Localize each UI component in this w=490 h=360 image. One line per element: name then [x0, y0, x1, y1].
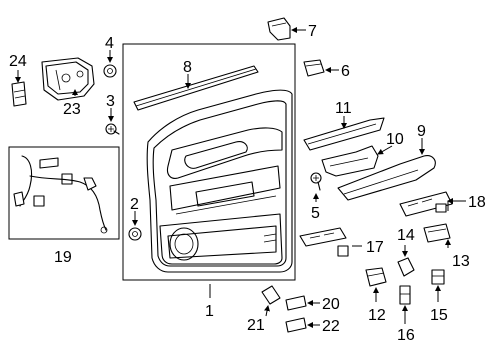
part-15-switch [431, 269, 445, 285]
part-4-nut [103, 64, 117, 78]
part-9-armrest [337, 155, 436, 201]
callout-2: 2 [130, 196, 139, 213]
callout-labels: 1 2 3 4 5 6 7 8 9 10 11 12 13 14 15 16 1… [9, 23, 486, 344]
callout-23: 23 [63, 101, 81, 118]
callout-15: 15 [430, 307, 448, 324]
part-20-pad [285, 295, 307, 311]
part-6-switch [303, 59, 325, 77]
callout-14: 14 [397, 227, 415, 244]
callout-24: 24 [9, 53, 27, 70]
callout-3: 3 [106, 93, 115, 110]
part-10-switch-housing [321, 145, 379, 177]
part-2-clip [128, 227, 142, 241]
callout-8: 8 [183, 59, 192, 76]
callout-11: 11 [335, 100, 352, 117]
callout-22: 22 [322, 318, 340, 335]
part-19-wire-harness [13, 155, 108, 234]
door-trim-panel [146, 89, 293, 273]
callout-19: 19 [54, 249, 72, 266]
callout-16: 16 [397, 327, 415, 344]
callout-10: 10 [386, 131, 404, 148]
leader-lines [15, 27, 466, 328]
callout-17: 17 [366, 239, 384, 256]
harness-frame [8, 146, 120, 240]
beltline-weatherstrip [133, 65, 259, 111]
callout-7: 7 [308, 23, 317, 40]
part-24-bracket [11, 81, 27, 107]
part-23-regulator-bracket [41, 57, 95, 101]
part-21-bulb [261, 285, 281, 305]
part-14-switch [397, 257, 415, 277]
callout-1: 1 [205, 303, 214, 320]
part-11-garnish [303, 117, 385, 151]
part-16-switch [399, 285, 411, 305]
part-13-switch [423, 223, 451, 243]
part-18-switch-panel [399, 191, 453, 217]
callout-21: 21 [247, 317, 265, 334]
part-3-screw [105, 123, 120, 135]
door-panel-frame [122, 43, 296, 281]
callout-6: 6 [341, 63, 350, 80]
callout-9: 9 [417, 123, 426, 140]
part-22-pad [285, 317, 307, 333]
callout-20: 20 [322, 296, 340, 313]
callout-13: 13 [452, 253, 470, 270]
callout-18: 18 [468, 194, 486, 211]
callout-12: 12 [368, 307, 386, 324]
part-7-cap [267, 17, 291, 41]
part-12-switch [365, 267, 387, 287]
callout-5: 5 [311, 205, 320, 222]
part-5-screw [310, 172, 322, 191]
callout-4: 4 [105, 35, 114, 52]
part-17-switch-panel [299, 227, 349, 257]
